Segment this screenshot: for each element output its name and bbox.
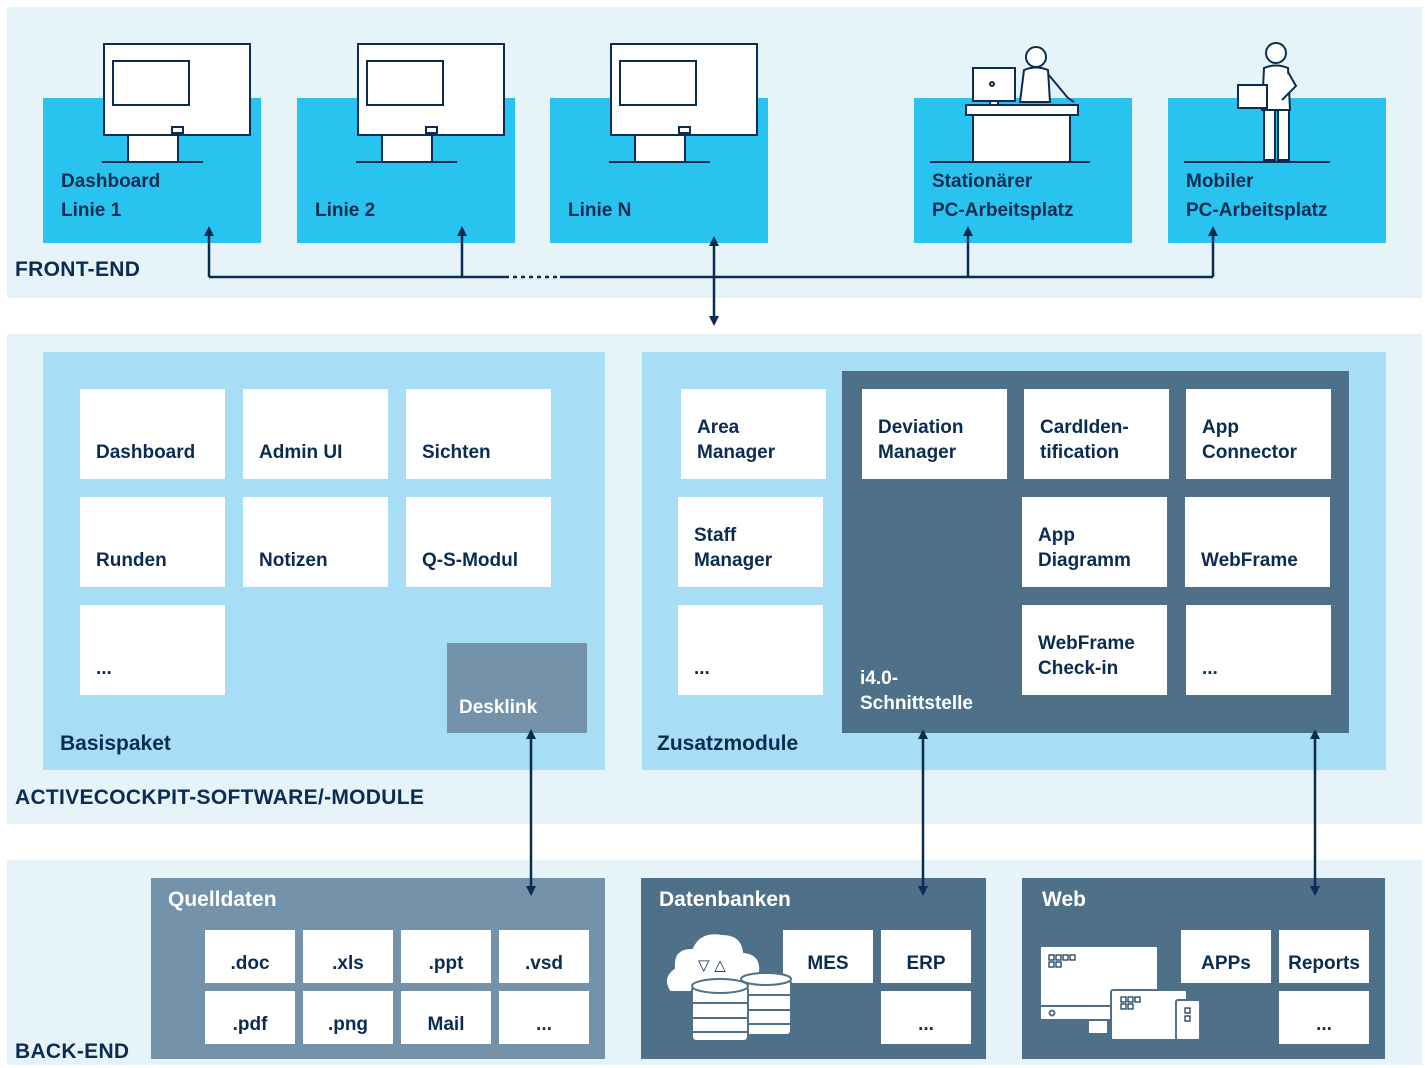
module-webframe[interactable]: WebFrame xyxy=(1185,497,1330,587)
software-label: ACTIVECOCKPIT-SOFTWARE/-MODULE xyxy=(15,786,425,809)
module-more-zusatz[interactable]: ... xyxy=(678,605,823,695)
quelldaten-title: Quelldaten xyxy=(168,888,277,911)
module-qs-modul[interactable]: Q-S-Modul xyxy=(406,497,551,587)
terminal-icon xyxy=(609,43,758,163)
module-cardidentification[interactable]: CardIden-tification xyxy=(1024,389,1169,479)
desk-workstation-icon xyxy=(930,46,1090,163)
web-apps[interactable]: APPs xyxy=(1181,930,1271,983)
module-runden[interactable]: Runden xyxy=(80,497,225,587)
basispaket-label: Basispaket xyxy=(60,732,171,755)
frontend-label: FRONT-END xyxy=(15,258,141,281)
db-more[interactable]: ... xyxy=(881,991,971,1044)
i40-interface-label: i4.0-Schnittstelle xyxy=(860,668,973,714)
file-more[interactable]: ... xyxy=(499,991,589,1044)
terminal-icon xyxy=(102,43,251,163)
database-cloud-icon xyxy=(664,932,766,993)
zusatzmodule-label: Zusatzmodule xyxy=(657,732,799,755)
web-title: Web xyxy=(1042,888,1086,911)
station-label: Linie 2 xyxy=(315,200,376,221)
cloud-arrows-glyph: ▽ △ xyxy=(698,956,726,974)
module-more-basis[interactable]: ... xyxy=(80,605,225,695)
database-cylinder-icon xyxy=(691,972,792,1042)
file-xls[interactable]: .xls xyxy=(303,930,393,983)
web-reports[interactable]: Reports xyxy=(1279,930,1369,983)
backend-connector xyxy=(526,729,1320,896)
module-dashboard[interactable]: Dashboard xyxy=(80,389,225,479)
terminal-icon xyxy=(356,43,505,163)
db-mes[interactable]: MES xyxy=(783,930,873,983)
module-notizen[interactable]: Notizen xyxy=(243,497,388,587)
station-label: Linie N xyxy=(568,200,632,221)
frontend-connector xyxy=(204,226,1218,326)
app-grid-icon xyxy=(1048,954,1191,1022)
web-more[interactable]: ... xyxy=(1279,991,1369,1044)
datenbanken-title: Datenbanken xyxy=(659,888,791,911)
module-label: CardIden-tification xyxy=(1040,417,1129,463)
mobile-worker-icon xyxy=(1184,42,1330,163)
module-more-interface[interactable]: ... xyxy=(1186,605,1331,695)
file-ppt[interactable]: .ppt xyxy=(401,930,491,983)
module-sichten[interactable]: Sichten xyxy=(406,389,551,479)
desklink-label: Desklink xyxy=(459,697,538,718)
file-png[interactable]: .png xyxy=(303,991,393,1044)
desklink-box[interactable]: Desklink xyxy=(447,643,587,733)
file-doc[interactable]: .doc xyxy=(205,930,295,983)
db-erp[interactable]: ERP xyxy=(881,930,971,983)
backend-label: BACK-END xyxy=(15,1040,130,1063)
file-mail[interactable]: Mail xyxy=(401,991,491,1044)
file-vsd[interactable]: .vsd xyxy=(499,930,589,983)
file-pdf[interactable]: .pdf xyxy=(205,991,295,1044)
module-admin-ui[interactable]: Admin UI xyxy=(243,389,388,479)
